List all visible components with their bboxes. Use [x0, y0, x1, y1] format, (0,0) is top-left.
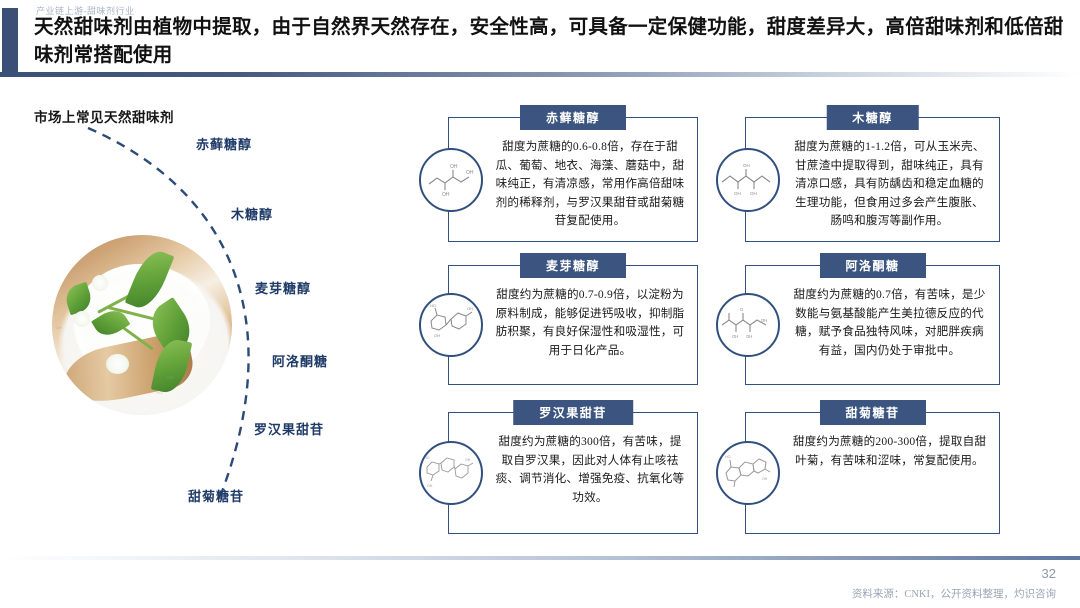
svg-text:OH: OH: [762, 477, 768, 481]
svg-text:OH: OH: [442, 192, 450, 198]
molecule-steviol-icon: HO OH: [716, 441, 780, 505]
molecule-xylitol-icon: OH OH OH: [716, 147, 780, 212]
stevia-photo: HO HO OH: [52, 235, 232, 415]
arc-label-3: 阿洛酮糖: [272, 354, 329, 369]
header-accent-bar: [2, 8, 18, 72]
arc-label-5: 甜菊糖苷: [188, 489, 245, 504]
svg-text:HO: HO: [725, 455, 731, 459]
photo-layers: HO HO OH: [52, 235, 232, 415]
page-number: 32: [1041, 566, 1056, 581]
molecule-watermark-icon: HO: [156, 389, 163, 395]
molecule-maltitol-icon: HO OH OH: [419, 293, 483, 357]
svg-text:OH: OH: [427, 484, 433, 488]
sweetener-card-2[interactable]: 麦芽糖醇 HO OH OH 甜度约为蔗糖的0.7-0.9倍，以淀粉为原料制成，能够促…: [419, 253, 698, 385]
footer-divider: [0, 556, 1080, 560]
flower-shape: [73, 310, 90, 327]
card-body-4: 甜度约为蔗糖的300倍，有苦味，提取自罗汉果，因此对人体有止咳祛痰、调节消化、增…: [495, 435, 685, 504]
svg-text:HO: HO: [424, 456, 430, 460]
card-title-0: 赤藓糖醇: [519, 105, 627, 130]
sweetener-card-4[interactable]: 罗汉果甜苷 HO OH OH 甜度约为蔗糖的300倍，有苦味，提取自罗汉果，因此对人…: [419, 400, 698, 534]
svg-text:OH: OH: [465, 458, 471, 462]
svg-text:OH: OH: [450, 164, 458, 170]
card-body-2: 甜度约为蔗糖的0.7-0.9倍，以淀粉为原料制成，能够促进钙吸收，抑制脂肪积聚，…: [495, 288, 685, 357]
sweetener-card-1[interactable]: 木糖醇 OH OH OH 甜度为蔗糖的1-1.2倍，可从玉米壳、甘蔗渣中提取得到，甜…: [716, 105, 1000, 242]
molecule-erythritol-icon: OH OH OH: [419, 147, 483, 212]
molecule-mogroside-icon: HO OH OH: [419, 441, 483, 505]
svg-text:OH: OH: [467, 306, 473, 311]
svg-text:OH: OH: [732, 334, 738, 339]
svg-text:OH: OH: [750, 191, 757, 196]
card-body-0: 甜度为蔗糖的0.6-0.8倍，存在于甜瓜、葡萄、地衣、海藻、蘑菇中，甜味纯正，有…: [495, 140, 685, 227]
sweetener-card-5[interactable]: 甜菊糖苷 HO OH 甜度约为蔗糖的200-300倍，提取自甜叶菊，有苦味和涩味，…: [716, 400, 1000, 534]
svg-text:OH: OH: [434, 333, 440, 338]
card-body-5: 甜度约为蔗糖的200-300倍，提取自甜叶菊，有苦味和涩味，常复配使用。: [792, 435, 987, 467]
svg-text:OH: OH: [466, 170, 474, 176]
card-title-2: 麦芽糖醇: [519, 253, 627, 278]
svg-text:OH: OH: [734, 191, 741, 196]
card-title-1: 木糖醇: [826, 105, 919, 130]
molecule-allulose-icon: OH OH O OH: [716, 293, 780, 357]
page-title: 天然甜味剂由植物中提取，由于自然界天然存在，安全性高，可具备一定保健功能，甜度差…: [34, 17, 1064, 66]
header-divider: [0, 72, 1080, 77]
sweetener-card-0[interactable]: 赤藓糖醇 OH OH OH 甜度为蔗糖的0.6-0.8倍，存在于甜瓜、葡萄、地衣、海…: [419, 105, 698, 242]
svg-text:OH: OH: [746, 334, 752, 339]
svg-text:OH: OH: [743, 163, 750, 168]
flower-shape: [106, 353, 130, 374]
dashed-arc: [87, 126, 250, 503]
arc-label-1: 木糖醇: [231, 207, 274, 222]
card-body-3: 甜度约为蔗糖的0.7倍，有苦味，是少数能与氨基酸能产生美拉德反应的代糖，赋予食品…: [793, 288, 986, 357]
breadcrumb-eyebrow: 产业链上游-甜味剂行业: [36, 6, 135, 16]
card-body-1: 甜度为蔗糖的1-1.2倍，可从玉米壳、甘蔗渣中提取得到，甜味纯正，具有清凉口感，…: [794, 140, 985, 227]
card-title-5: 甜菊糖苷: [819, 400, 926, 425]
flower-shape: [91, 274, 108, 291]
left-panel-title: 市场上常见天然甜味剂: [34, 110, 174, 125]
card-title-4: 罗汉果甜苷: [513, 400, 633, 425]
molecule-watermark-icon: HO: [167, 375, 174, 381]
molecule-watermark-icon: OH: [55, 325, 62, 330]
arc-label-2: 麦芽糖醇: [255, 281, 312, 296]
card-title-3: 阿洛酮糖: [819, 253, 926, 278]
svg-text:O: O: [740, 307, 744, 312]
svg-text:OH: OH: [761, 318, 767, 323]
source-note: 资料来源：CNKI，公开资料整理，灼识咨询: [851, 589, 1056, 600]
sweetener-card-3[interactable]: 阿洛酮糖 OH OH O OH 甜度约为蔗糖的0.7倍，有苦味，是少数能与氨基酸能产…: [716, 253, 1000, 385]
arc-label-0: 赤藓糖醇: [196, 137, 253, 152]
arc-label-4: 罗汉果甜苷: [254, 422, 325, 437]
svg-text:HO: HO: [430, 303, 436, 308]
